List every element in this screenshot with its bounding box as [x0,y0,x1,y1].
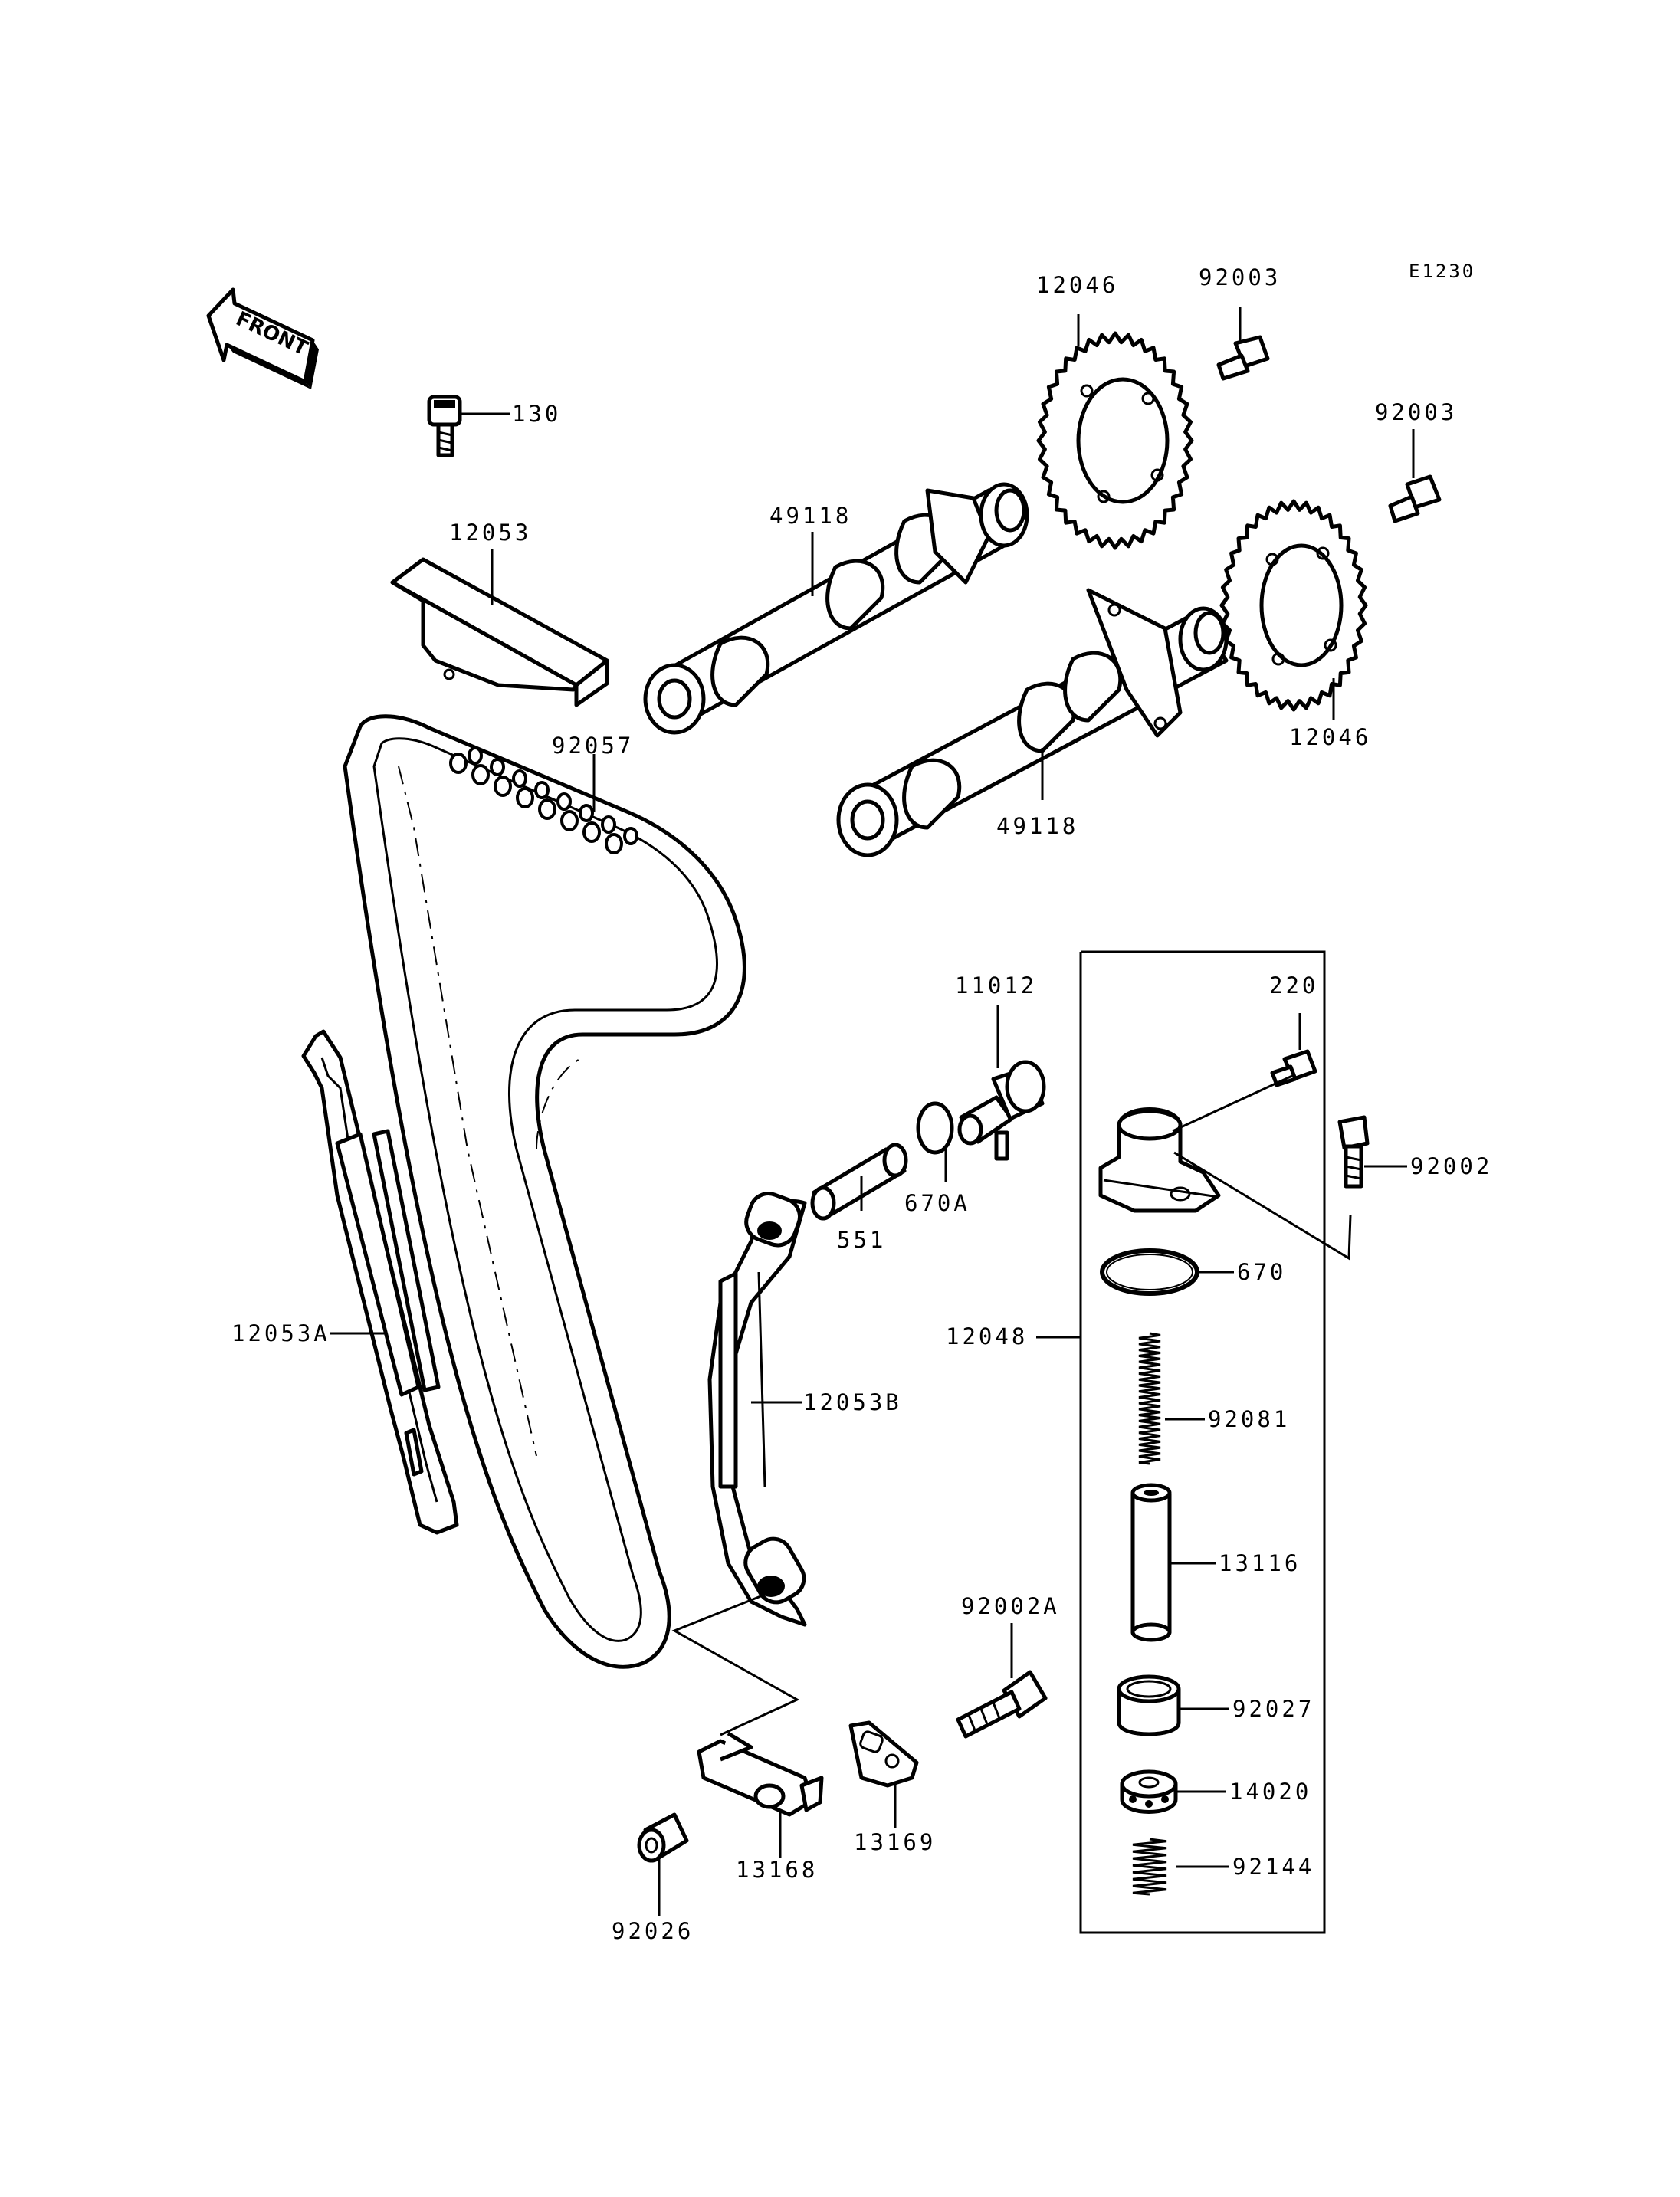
chain-link [494,776,512,797]
chain-guide-12053 [390,557,609,707]
label-12053: 12053 [449,520,531,546]
chain-link [534,781,550,799]
label-12053B: 12053B [803,1389,902,1415]
tensioner-body [1098,1107,1221,1213]
o-ring-670 [1100,1248,1199,1296]
label-12046-upper: 12046 [1036,272,1118,298]
chain-link [468,746,483,765]
label-551: 551 [837,1227,886,1253]
spring-92081 [1138,1332,1161,1465]
label-670: 670 [1237,1259,1286,1285]
label-12048: 12048 [946,1323,1028,1349]
chain-guide-12053A [301,1029,459,1535]
o-ring-670A [916,1101,954,1155]
camshaft-49118-upper [643,482,1029,735]
label-220: 220 [1269,972,1318,998]
chain-link [556,792,572,811]
bolt-130 [427,395,462,457]
label-130: 130 [512,401,561,427]
chain-link [623,827,638,845]
label-92003-upper: 92003 [1199,264,1281,290]
bolt-92002 [1337,1115,1370,1189]
bolt-220 [1270,1049,1317,1087]
chain-link [516,787,534,808]
chain-link [579,804,594,822]
label-92027: 92027 [1232,1696,1314,1722]
cam-chain-92057 [343,714,746,1669]
chain-link [490,758,505,776]
spring-92144 [1132,1838,1167,1896]
bolt-92003-upper [1216,335,1270,381]
label-92003-right: 92003 [1375,399,1457,425]
chain-link [582,821,601,843]
label-13116: 13116 [1219,1550,1301,1576]
tensioner-assembly-box [1079,950,1326,1934]
label-92002A: 92002A [961,1593,1060,1619]
label-670A: 670A [904,1190,970,1216]
bracket-13169 [848,1720,919,1788]
diagram-code: E1230 [1409,261,1475,282]
label-13168: 13168 [736,1857,818,1883]
label-92144: 92144 [1232,1854,1314,1880]
plug-11012 [957,1060,1046,1161]
pin-551 [810,1143,908,1221]
label-92057: 92057 [552,733,634,759]
chain-link [605,833,623,854]
label-92026: 92026 [612,1918,694,1944]
label-12053A: 12053A [231,1320,330,1346]
label-49118-upper: 49118 [769,503,851,529]
chain-link [449,753,468,774]
camshaft-49118-lower [836,588,1229,857]
chain-link [601,815,616,834]
chain-guide-12053B [707,1192,807,1627]
chain-link [512,769,527,788]
label-12046-lower: 12046 [1289,724,1371,750]
chain-link [538,798,556,820]
bolt-92003-right [1388,474,1442,523]
chain-link [560,810,579,831]
ball-retainer-14020 [1120,1769,1178,1814]
label-92081: 92081 [1208,1406,1290,1432]
label-11012: 11012 [955,972,1037,998]
collar-92027 [1117,1674,1181,1736]
collar-92026 [637,1812,689,1863]
label-13169: 13169 [854,1829,936,1855]
push-rod-13116 [1130,1483,1172,1642]
chain-link [471,764,490,785]
label-92002: 92002 [1410,1153,1492,1179]
cam-sprocket-12046-lower [1219,499,1368,712]
cam-sprocket-12046-upper [1036,331,1194,550]
pivot-arm-13168 [697,1731,824,1817]
bolt-92002A [956,1670,1048,1739]
front-arrow-icon: FRONT [206,287,319,389]
label-49118-lower: 49118 [996,813,1078,839]
label-14020: 14020 [1229,1779,1311,1805]
